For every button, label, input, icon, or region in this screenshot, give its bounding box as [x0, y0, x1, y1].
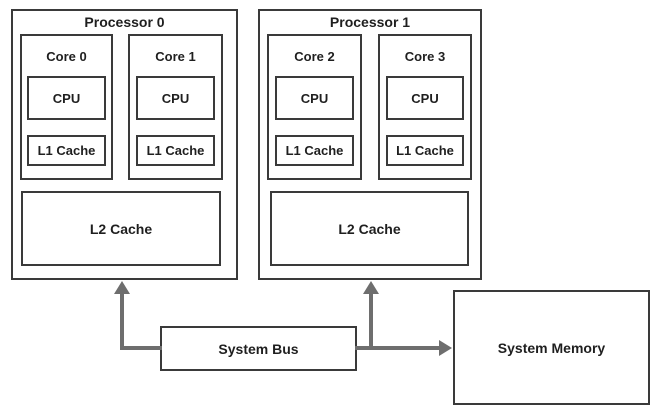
processor-0-title: Processor 0	[84, 14, 165, 30]
core-1-l1-label: L1 Cache	[146, 143, 205, 158]
core-0-l1-box: L1 Cache	[27, 135, 106, 166]
core-3-cpu-label: CPU	[411, 90, 439, 106]
system-memory-box: System Memory	[453, 290, 650, 405]
core-1-label: Core 1	[155, 49, 196, 64]
bus-to-processor-0-horizontal-line	[120, 346, 162, 350]
core-2-l1-label: L1 Cache	[285, 143, 344, 158]
processor-1-title: Processor 1	[329, 14, 411, 30]
core-3-l1-box: L1 Cache	[386, 135, 464, 166]
core-3-cpu-box: CPU	[386, 76, 464, 120]
processor-0-l2-label: L2 Cache	[89, 220, 153, 237]
core-1-cpu-box: CPU	[136, 76, 215, 120]
core-3-l1-label: L1 Cache	[396, 143, 454, 158]
bus-to-processor-1-vertical-line	[369, 292, 373, 350]
core-1-l1-box: L1 Cache	[136, 135, 215, 166]
core-1-cpu-label: CPU	[161, 90, 190, 106]
core-0-label: Core 0	[46, 49, 87, 64]
arrow-up-icon	[363, 281, 379, 294]
processor-1-l2-label: L2 Cache	[338, 220, 401, 237]
bus-to-memory-horizontal-line	[355, 346, 440, 350]
processor-0-l2-box: L2 Cache	[21, 191, 221, 266]
core-2-l1-box: L1 Cache	[275, 135, 354, 166]
core-3-label: Core 3	[404, 49, 446, 64]
processor-1-l2-box: L2 Cache	[270, 191, 469, 266]
core-0-cpu-label: CPU	[52, 90, 81, 106]
core-2-cpu-label: CPU	[300, 90, 329, 106]
system-bus-box: System Bus	[160, 326, 357, 371]
core-2-cpu-box: CPU	[275, 76, 354, 120]
core-0-l1-label: L1 Cache	[37, 143, 96, 158]
system-memory-label: System Memory	[497, 339, 606, 356]
arrow-right-icon	[439, 340, 452, 356]
core-0-cpu-box: CPU	[27, 76, 106, 120]
arrow-up-icon	[114, 281, 130, 294]
bus-to-processor-0-vertical-line	[120, 292, 124, 350]
core-2-label: Core 2	[294, 49, 335, 64]
system-bus-label: System Bus	[218, 340, 299, 357]
